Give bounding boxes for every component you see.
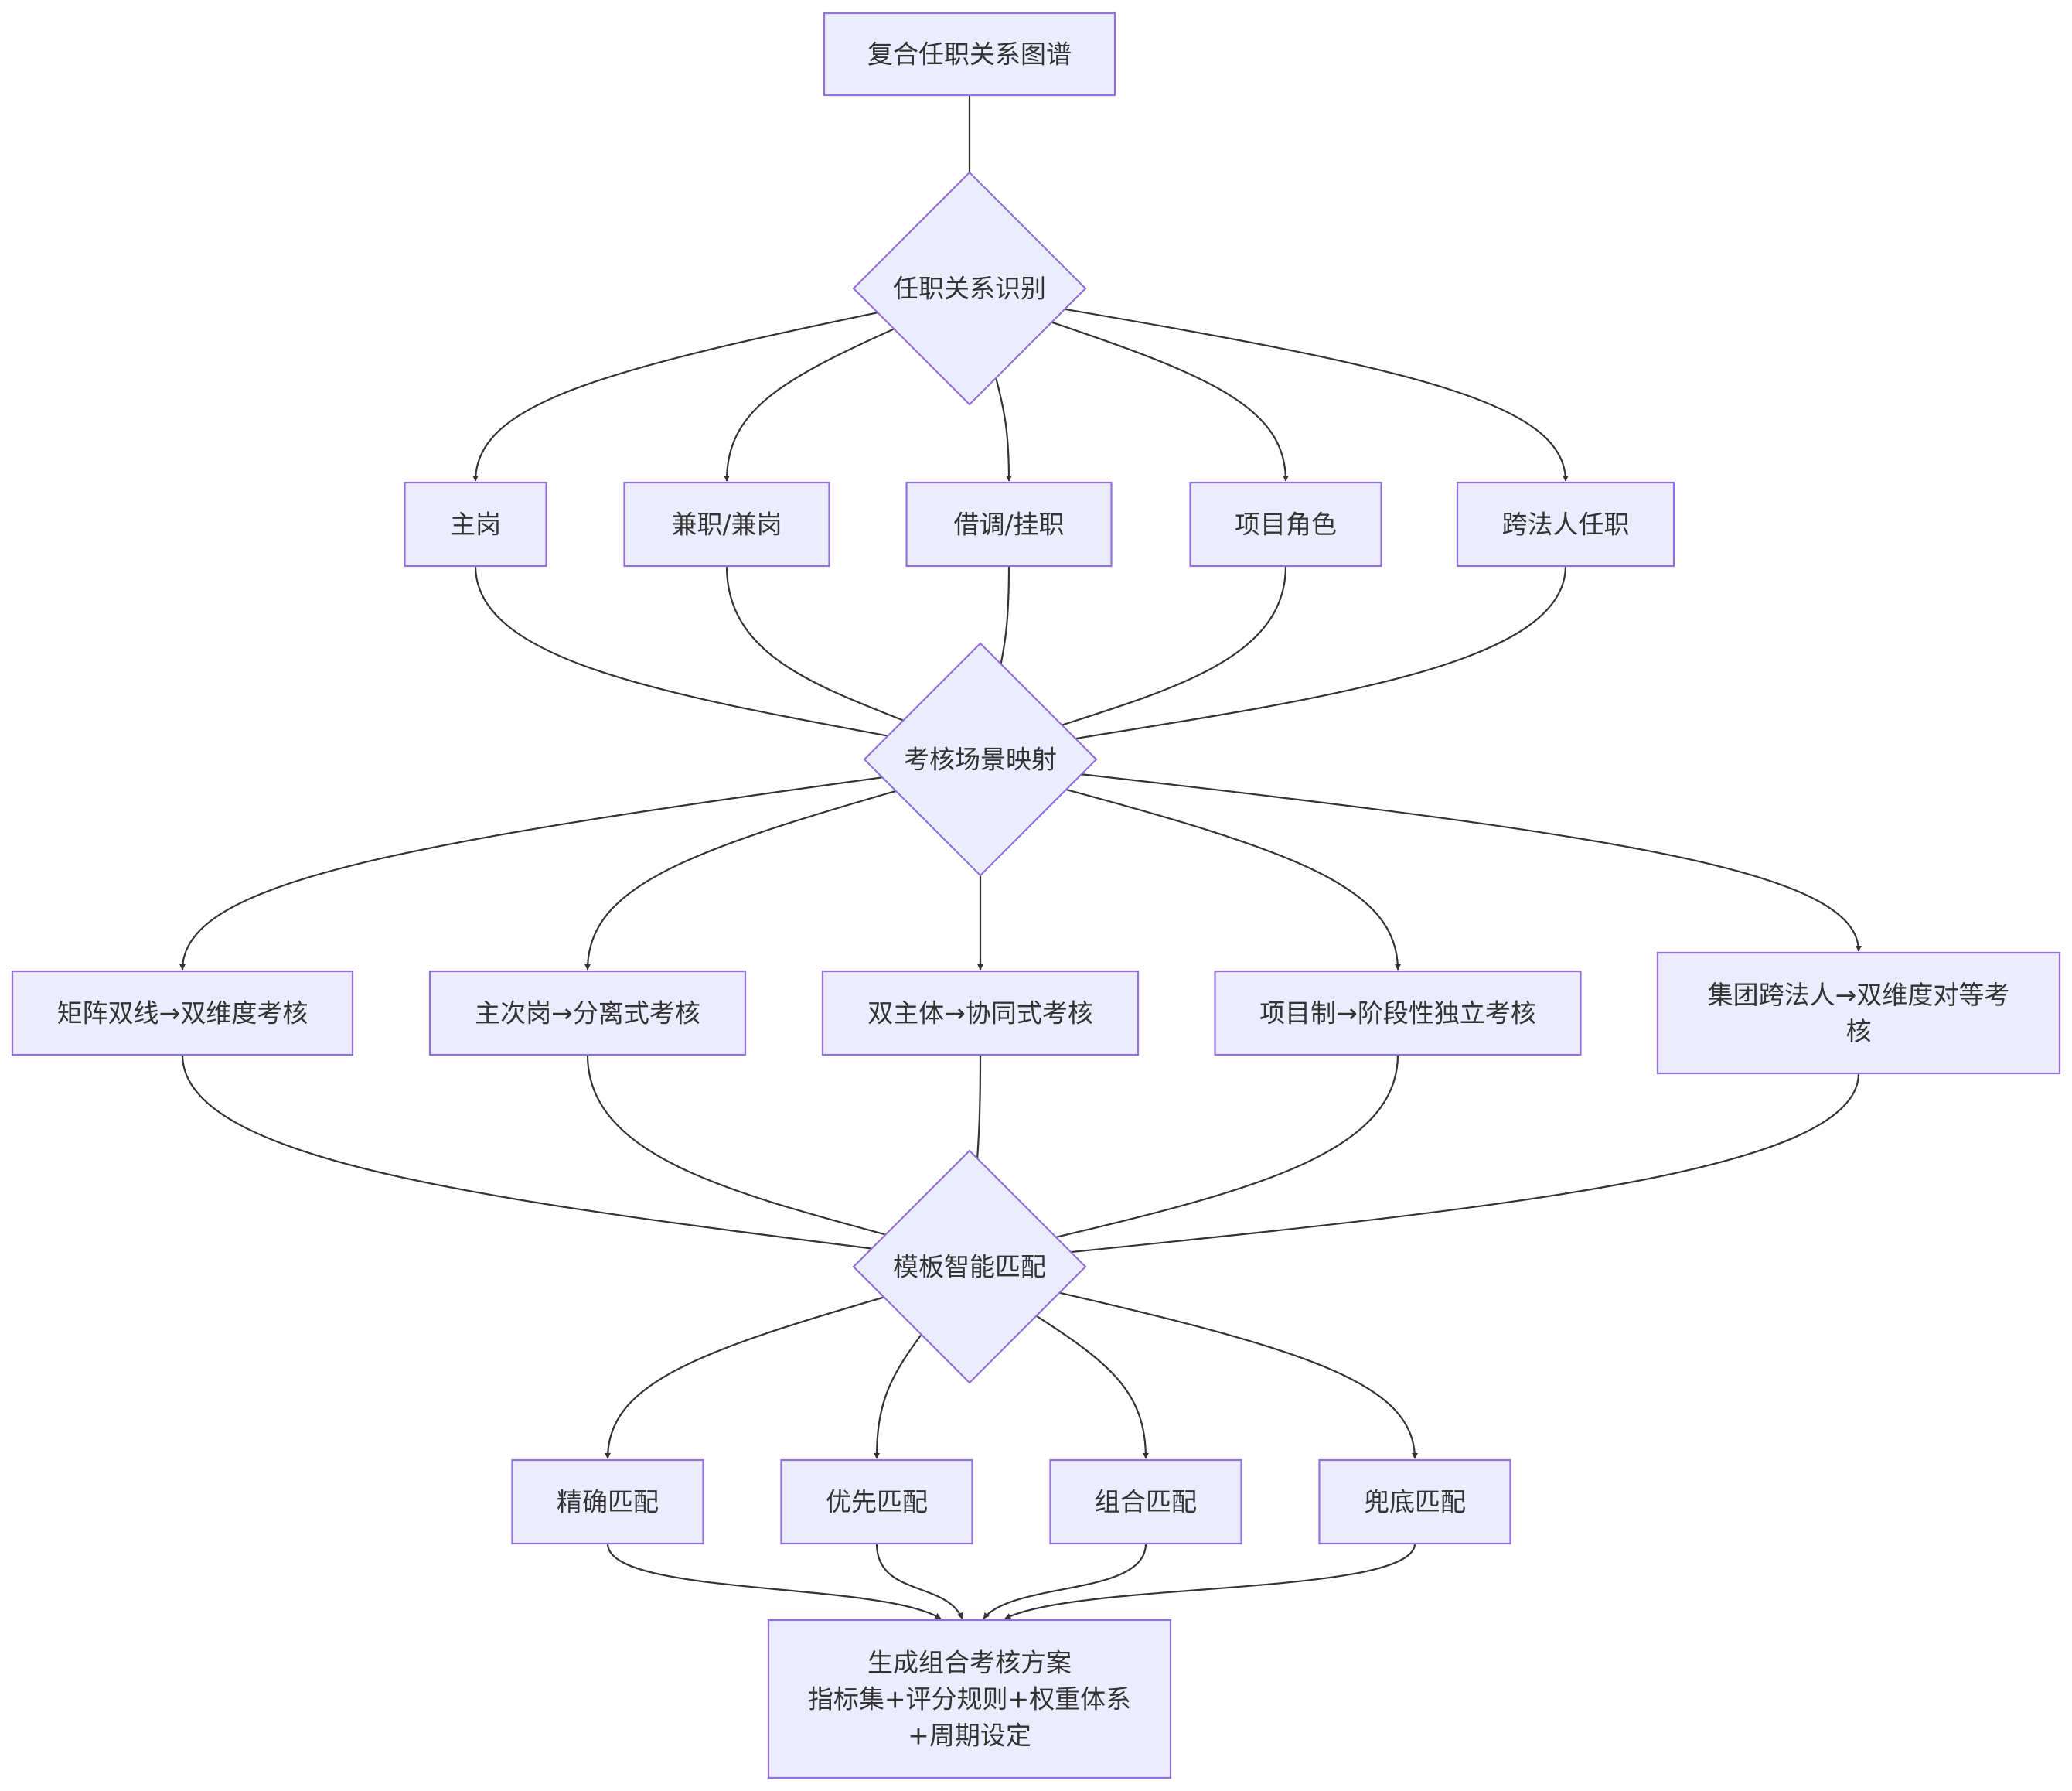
edge-priority-to-result	[875, 1543, 963, 1619]
edge-project_role-to-mapping	[1054, 565, 1287, 729]
edge-main_post-to-mapping	[474, 565, 897, 740]
node-label: 模板智能匹配	[893, 1252, 1046, 1282]
process-box	[780, 1458, 973, 1545]
edge-secondment-to-mapping	[997, 565, 1010, 673]
edge-cross_entity-to-mapping	[1066, 565, 1567, 742]
process-box	[1318, 1458, 1511, 1545]
node-label: 指标集+评分规则+权重体系	[808, 1684, 1131, 1714]
node-label: 主岗	[450, 510, 501, 540]
edge-mapping-to-group_cross	[1072, 772, 1862, 952]
node-label: 任职关系识别	[893, 274, 1046, 304]
node-label: +周期设定	[908, 1721, 1031, 1751]
node-label: 项目角色	[1235, 510, 1337, 540]
node-label: 优先匹配	[826, 1487, 928, 1517]
node-priority: 优先匹配	[780, 1458, 973, 1545]
node-label: 生成组合考核方案	[867, 1648, 1072, 1678]
process-box	[1214, 970, 1582, 1056]
node-label: 双主体→协同式考核	[867, 998, 1093, 1029]
edge-mapping-to-project_system	[1058, 786, 1401, 971]
node-mapping: 考核场景映射	[863, 642, 1098, 877]
decision-diamond	[852, 171, 1087, 406]
node-matrix: 矩阵双线→双维度考核	[11, 970, 354, 1056]
edge-template_match-to-priority	[874, 1329, 926, 1459]
process-box	[767, 1619, 1172, 1779]
process-box	[1189, 481, 1382, 568]
node-identify: 任职关系识别	[852, 171, 1087, 406]
decision-diamond	[852, 1149, 1087, 1384]
decision-diamond	[863, 642, 1098, 877]
node-label: 兼职/兼岗	[671, 510, 782, 540]
edge-fallback-to-result	[1004, 1543, 1416, 1619]
node-label: 考核场景映射	[904, 745, 1057, 775]
edge-identify-to-part_time	[724, 325, 901, 482]
node-label: 核	[1846, 1016, 1872, 1046]
edge-template_match-to-combo	[1030, 1312, 1149, 1459]
edges-layer	[179, 95, 1862, 1619]
node-label: 组合匹配	[1095, 1487, 1197, 1517]
edge-part_time-to-mapping	[725, 565, 911, 725]
process-box	[1656, 951, 2061, 1075]
edge-dual_subject-to-template_match	[973, 1054, 982, 1168]
edge-primary_secondary-to-template_match	[586, 1054, 894, 1239]
process-box	[428, 970, 747, 1056]
node-project-role: 项目角色	[1189, 481, 1382, 568]
node-label: 集团跨法人→双维度对等考	[1708, 980, 2010, 1010]
node-dual-subject: 双主体→协同式考核	[821, 970, 1140, 1056]
node-label: 跨法人任职	[1502, 510, 1630, 540]
node-label: 矩阵双线→双维度考核	[57, 998, 308, 1029]
node-graph: 复合任职关系图谱	[823, 12, 1116, 97]
node-project-system: 项目制→阶段性独立考核	[1214, 970, 1582, 1056]
edge-group_cross-to-template_match	[1062, 1073, 1860, 1256]
node-template-match: 模板智能匹配	[852, 1149, 1087, 1384]
process-box	[404, 481, 547, 568]
process-box	[821, 970, 1140, 1056]
edge-template_match-to-fallback	[1051, 1290, 1418, 1459]
edge-identify-to-main_post	[472, 310, 886, 482]
edge-identify-to-secondment	[993, 370, 1012, 482]
edge-identify-to-project_role	[1044, 319, 1289, 482]
process-box	[823, 12, 1116, 97]
node-combo: 组合匹配	[1049, 1458, 1242, 1545]
node-label: 精确匹配	[557, 1487, 659, 1517]
edge-project_system-to-template_match	[1048, 1054, 1399, 1241]
edge-identify-to-cross_entity	[1056, 306, 1569, 482]
edge-matrix-to-template_match	[181, 1054, 881, 1252]
node-fallback: 兜底匹配	[1318, 1458, 1511, 1545]
process-box	[511, 1458, 704, 1545]
process-box	[1456, 481, 1675, 568]
node-primary-secondary: 主次岗→分离式考核	[428, 970, 747, 1056]
process-box	[1049, 1458, 1242, 1545]
process-box	[623, 481, 830, 568]
process-box	[905, 481, 1113, 568]
node-cross-entity: 跨法人任职	[1456, 481, 1675, 568]
node-secondment: 借调/挂职	[905, 481, 1113, 568]
node-label: 借调/挂职	[953, 510, 1064, 540]
edge-mapping-to-matrix	[179, 775, 891, 971]
node-label: 复合任职关系图谱	[867, 39, 1072, 70]
edge-template_match-to-exact	[605, 1294, 892, 1459]
edge-combo-to-result	[983, 1543, 1147, 1619]
node-part-time: 兼职/兼岗	[623, 481, 830, 568]
node-main-post: 主岗	[404, 481, 547, 568]
node-label: 主次岗→分离式考核	[475, 998, 700, 1029]
edge-mapping-to-primary_secondary	[584, 788, 904, 971]
node-label: 项目制→阶段性独立考核	[1259, 998, 1536, 1029]
node-label: 兜底匹配	[1364, 1487, 1466, 1517]
edge-exact-to-result	[606, 1543, 942, 1619]
node-exact: 精确匹配	[511, 1458, 704, 1545]
process-box	[11, 970, 354, 1056]
